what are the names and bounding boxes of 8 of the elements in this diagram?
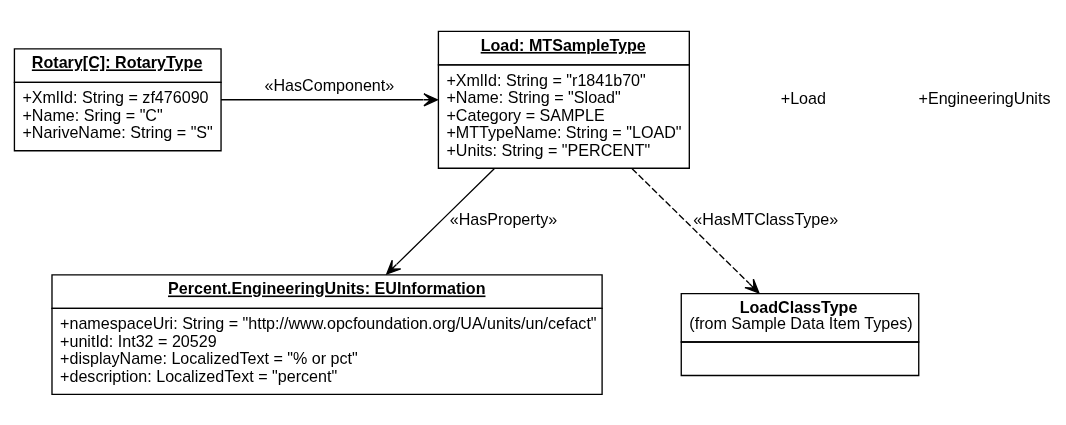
edge-label: «HasProperty» [449,210,558,229]
edge-label: «HasComponent» [264,76,395,95]
arrow [220,93,439,107]
arrow [386,168,495,275]
label: +Load [780,88,826,107]
edge-label: «HasMTClassType» [693,210,839,229]
arrow [631,168,760,294]
label: +EngineeringUnits [918,88,1051,107]
